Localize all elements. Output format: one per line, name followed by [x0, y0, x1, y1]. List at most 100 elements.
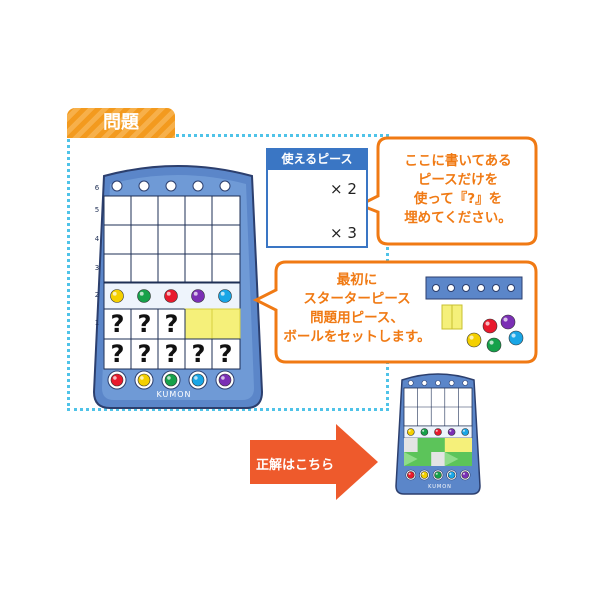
answer-starter-ball-highlight: [422, 429, 425, 432]
callout-instruction-line: 埋めてください。: [404, 210, 512, 226]
starter-balls: [110, 289, 232, 303]
starter-ball: [218, 289, 232, 303]
tray-ball: [110, 373, 124, 387]
peg-hole: [462, 380, 469, 386]
starter-ball: [191, 289, 205, 303]
answer-brand-logo: KUMON: [428, 484, 452, 490]
answer-starter-ball: [406, 428, 415, 436]
usable-pieces-title: 使えるピース: [266, 148, 368, 170]
callout-instruction-line: ピースだけを: [417, 172, 499, 188]
question-row-0: [103, 338, 241, 370]
peg-hole: [192, 180, 204, 192]
answer-tray-ball: [434, 471, 442, 479]
piece-hole: [492, 284, 500, 292]
setup-ball-highlight: [489, 340, 494, 345]
answer-label: 正解はこちら: [256, 458, 335, 473]
starter-ball-highlight: [139, 291, 144, 296]
answer-starter-ball: [434, 428, 442, 436]
problem-tab: [67, 108, 175, 138]
tray-ball: [137, 373, 151, 387]
answer-tray-ball: [420, 471, 429, 479]
setup-ball-highlight: [511, 333, 516, 338]
starter-piece-icon: [425, 276, 523, 300]
starter-ball-highlight: [193, 291, 198, 296]
answer-starter-ball-highlight: [449, 429, 452, 432]
answer-starter-ball-highlight: [408, 429, 411, 432]
setup-ball: [508, 330, 524, 346]
empty-grid-area: [103, 195, 241, 283]
peg-hole: [421, 380, 428, 386]
tray-ball: [164, 373, 178, 387]
tray-ball-highlight: [140, 376, 144, 380]
question-mark: ?: [191, 340, 206, 368]
starter-ball: [137, 289, 151, 303]
question-mark: ?: [137, 340, 152, 368]
answer-starter-ball: [447, 428, 456, 436]
row-number-5: 5: [94, 206, 100, 214]
peg-hole: [407, 380, 414, 386]
callout-instruction-line: 使って『?』を: [413, 191, 503, 207]
problem-label: 問題: [103, 112, 139, 133]
answer-tray-ball-highlight: [449, 472, 452, 475]
answer-starter-ball-highlight: [435, 429, 438, 432]
setup-ball: [466, 332, 482, 348]
row-number-6: 6: [94, 184, 100, 192]
answer-tray-ball-highlight: [435, 472, 438, 475]
starter-ball-highlight: [166, 291, 171, 296]
question-mark: ?: [218, 340, 233, 368]
starter-ball: [164, 289, 178, 303]
peg-hole: [448, 380, 455, 386]
answer-starter-ball-highlight: [462, 429, 466, 432]
tray-ball-highlight: [167, 376, 171, 380]
answer-tray-ball: [447, 471, 456, 479]
question-mark: ?: [164, 310, 179, 338]
answer-tray-ball-highlight: [462, 472, 466, 475]
peg-hole: [165, 180, 177, 192]
starter-ball-highlight: [220, 291, 225, 296]
piece-hole: [462, 284, 470, 292]
question-mark: ?: [164, 340, 179, 368]
question-mark: ?: [110, 310, 125, 338]
answer-starter-ball: [420, 428, 429, 436]
peg-hole: [111, 180, 123, 192]
board-brand-logo: KUMON: [156, 390, 192, 399]
callout-instruction-line: ここに書いてある: [404, 153, 512, 169]
green-piece-count: × 3: [330, 224, 357, 242]
question-mark: ?: [137, 310, 152, 338]
piece-hole: [447, 284, 455, 292]
setup-balls: [466, 314, 524, 353]
setup-ball: [486, 337, 502, 353]
callout-setup-line: ボールをセットします。: [283, 329, 431, 345]
peg-hole: [138, 180, 150, 192]
setup-ball: [482, 318, 498, 334]
setup-ball-highlight: [469, 335, 474, 340]
answer-tray-ball: [406, 471, 415, 479]
peg-hole: [435, 380, 441, 386]
callout-instruction-bubble: [356, 136, 538, 246]
setup-ball-highlight: [485, 321, 490, 326]
answer-tray-ball-highlight: [408, 472, 411, 475]
gray-piece-count: × 2: [330, 180, 357, 198]
setup-ball: [500, 314, 516, 330]
answer-starter-ball: [461, 428, 470, 436]
tray-ball-highlight: [113, 376, 117, 380]
bottom-balls: [107, 370, 235, 390]
piece-hole: [477, 284, 485, 292]
callout-setup-line: 最初に: [336, 272, 378, 288]
row-number-4: 4: [94, 235, 100, 243]
answer-tray-ball-highlight: [422, 472, 425, 475]
piece-hole: [507, 284, 515, 292]
tray-ball: [191, 373, 205, 387]
callout-setup-line: スターターピース: [303, 291, 411, 307]
row-number-1: 1: [94, 319, 100, 327]
row-number-2: 2: [94, 291, 100, 299]
setup-ball-highlight: [503, 317, 508, 322]
answer-arrow: [250, 424, 378, 500]
callout-setup-line: 問題用ピース、: [310, 310, 404, 326]
tray-ball: [218, 373, 232, 387]
starter-ball: [110, 289, 124, 303]
piece-hole: [432, 284, 440, 292]
tray-ball-highlight: [194, 376, 198, 380]
peg-hole: [219, 180, 231, 192]
top-peg-holes: [111, 180, 231, 192]
